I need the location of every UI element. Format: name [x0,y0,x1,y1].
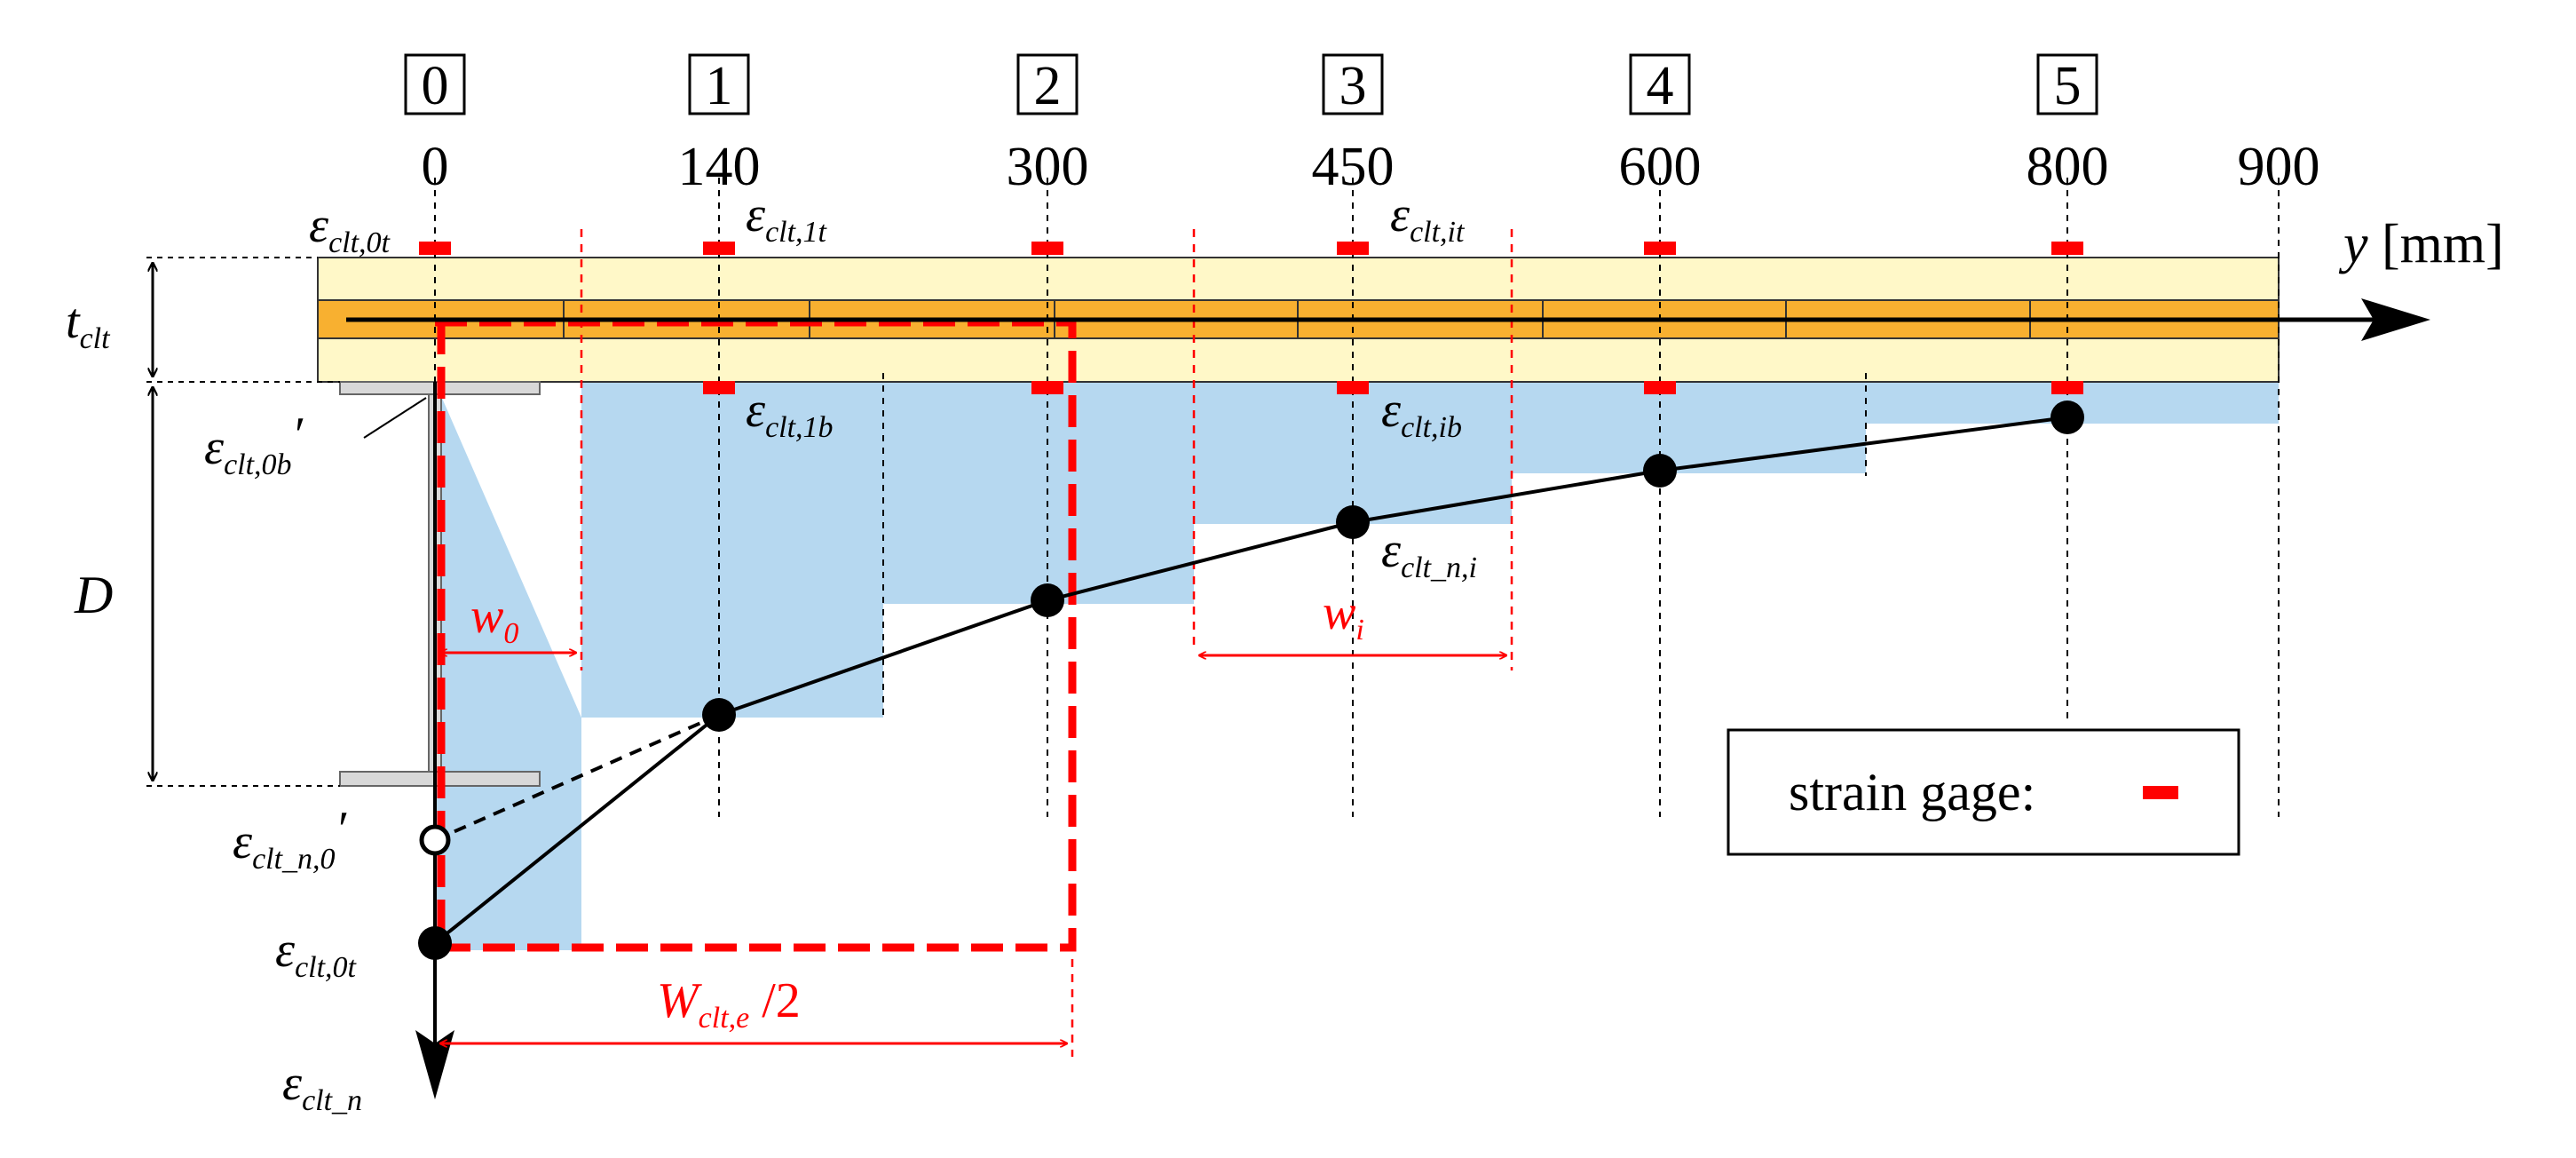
section-3: 3 450 [1312,53,1395,197]
svg-text:0: 0 [422,137,449,197]
label-wi: wi [1323,585,1364,646]
point-section-2 [1031,583,1064,617]
tick-900: 900 [2238,137,2320,197]
y-axis-arrowhead [2361,298,2430,341]
section-0: 0 0 [404,53,466,197]
strain-curve [433,416,2068,945]
svg-text:5: 5 [2054,56,2082,116]
label-eps-clt0t-bottom: εclt,0t [275,923,358,984]
label-eps-clt1b: εclt,1b [746,383,834,444]
label-eps-cltit: εclt,it [1390,187,1466,249]
svg-text:600: 600 [1619,137,1702,197]
dimension-lines [146,257,340,787]
svg-text:4: 4 [1647,56,1674,116]
label-W: Wclt,e /2 [657,973,801,1035]
section-4: 4 600 [1619,53,1702,197]
point-eps-clt0t [418,926,452,960]
width-boundaries [580,229,1513,1057]
legend-gage-icon [2143,786,2178,799]
point-section-3 [1336,505,1370,539]
label-eps-clt0t-top: εclt,0t [309,198,391,259]
label-eps-cltib: εclt,ib [1381,383,1462,444]
svg-text:2: 2 [1034,56,1062,116]
y-axis-label: y [mm] [2338,214,2504,274]
section-headers: 0 0 1 140 2 300 3 450 4 600 5 800 900 [404,53,2320,197]
label-eps-clt0b: εclt,0b′ [204,408,304,481]
label-eps-cltn0: εclt_n,0′ [233,802,347,876]
legend-label: strain gage: [1789,763,2035,821]
svg-text:0: 0 [422,56,449,116]
point-section-4 [1643,454,1677,488]
svg-text:1: 1 [706,56,733,116]
section-2: 2 300 [1007,53,1089,197]
legend: strain gage: [1727,728,2240,856]
point-section-1 [702,698,736,732]
section-5: 5 800 [2027,53,2109,197]
label-eps-cltni: εclt_n,i [1381,523,1477,584]
svg-text:3: 3 [1339,56,1367,116]
svg-text:140: 140 [678,137,761,197]
extrapolation-line [434,713,720,842]
label-tclt: tclt [66,294,111,355]
label-D: D [74,566,113,624]
strain-axis-arrowhead [415,1030,454,1099]
measured-points [418,401,2084,960]
leader-eps0b [363,397,427,439]
label-w0: w0 [470,589,518,650]
strain-distribution-area [435,382,2279,950]
point-extrapolated [419,824,451,856]
strain-axis-label: εclt_n [282,1056,362,1117]
strain-gages [419,242,2083,394]
section-1: 1 140 [678,53,761,197]
point-section-5 [2051,401,2084,434]
svg-text:450: 450 [1312,137,1395,197]
svg-text:800: 800 [2027,137,2109,197]
svg-text:300: 300 [1007,137,1089,197]
effective-width-box [435,318,1077,952]
label-eps-clt1t: εclt,1t [746,187,828,249]
